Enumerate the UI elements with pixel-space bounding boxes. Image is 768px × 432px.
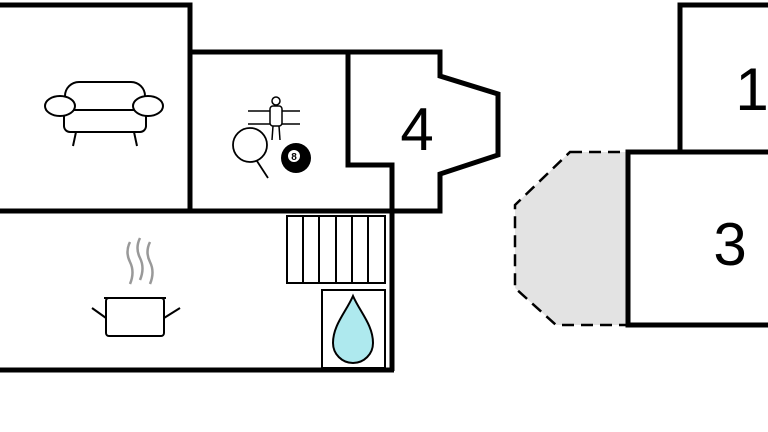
water-drop-icon	[321, 289, 386, 369]
billiard-ball-number: 8	[291, 152, 297, 163]
walls-left	[0, 2, 501, 373]
ping-pong-icon	[232, 127, 269, 179]
foosball-icon	[248, 96, 300, 141]
sofa-icon	[44, 81, 164, 147]
room-3-label: 3	[713, 211, 746, 278]
cooking-pot-icon	[91, 237, 181, 337]
terrace-area	[513, 150, 630, 327]
walls-right	[625, 2, 768, 328]
stairs-icon[interactable]	[286, 215, 386, 284]
billiard-ball-icon: 8	[281, 143, 311, 173]
room-1-label: 1	[735, 56, 768, 123]
room-4-label: 4	[400, 96, 433, 163]
